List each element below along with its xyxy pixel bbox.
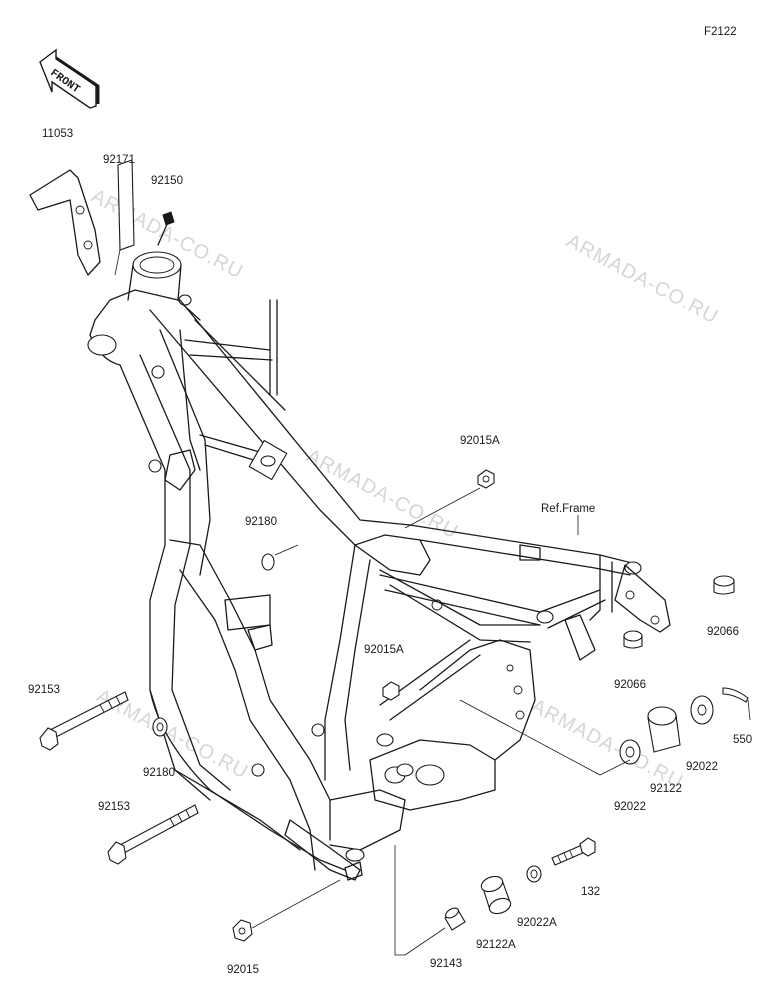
label-ref-frame: Ref.Frame: [541, 503, 595, 515]
part-132-bolt: [551, 837, 596, 866]
watermarks: ARMADA-CO.RU ARMADA-CO.RU ARMADA-CO.RU A…: [88, 185, 722, 794]
label-92153-bot: 92153: [98, 801, 130, 813]
label-92180-top: 92180: [245, 516, 277, 528]
label-92015: 92015: [227, 964, 259, 976]
label-92143: 92143: [430, 958, 462, 970]
label-92015A-top: 92015A: [460, 435, 500, 447]
part-92022-washer-left: [459, 699, 641, 776]
part-labels: 11053 92171 92150 92015A Ref.Frame 92180…: [28, 128, 752, 976]
part-550-cotter-pin: [722, 687, 751, 721]
label-92066-right: 92066: [707, 626, 739, 638]
label-11053: 11053: [42, 128, 73, 140]
part-92066-plug-left: [623, 630, 643, 649]
part-92022A-washer: [526, 865, 542, 883]
label-132: 132: [581, 886, 600, 898]
diagram-code: F2122: [704, 26, 737, 38]
label-92180-bot: 92180: [143, 767, 175, 779]
label-92122A: 92122A: [476, 939, 516, 951]
motorcycle-frame: [29, 169, 671, 881]
part-92015A-nut-mid: [382, 681, 400, 701]
part-92015-nut: [232, 879, 341, 942]
label-92150: 92150: [151, 175, 183, 187]
label-550: 550: [733, 734, 752, 746]
part-92143-collar: [394, 845, 466, 956]
label-92022A: 92022A: [517, 917, 557, 929]
part-92122-damper: [647, 706, 681, 753]
front-direction-arrow: FRONT: [39, 48, 100, 109]
watermark-2: ARMADA-CO.RU: [563, 230, 722, 329]
part-92122A-damper: [480, 875, 512, 915]
label-92022-right: 92022: [686, 761, 718, 773]
label-92015A-mid: 92015A: [364, 644, 404, 656]
part-92153-bolt-top: [39, 691, 129, 751]
part-92066-plug-right: [713, 575, 735, 595]
label-92153-top: 92153: [28, 684, 60, 696]
part-92015A-nut-top: [477, 469, 495, 489]
part-92150-bolt: [157, 211, 175, 246]
part-92180-spacer-top: [261, 544, 299, 571]
label-92022-left: 92022: [614, 801, 646, 813]
label-92122: 92122: [650, 783, 682, 795]
label-92066-left: 92066: [614, 679, 646, 691]
label-92171: 92171: [103, 154, 135, 166]
part-92180-spacer-bot: [152, 717, 168, 737]
part-92153-bolt-bot: [107, 804, 199, 865]
part-92171-plate: [114, 159, 135, 276]
part-92022-washer-right: [690, 695, 714, 725]
